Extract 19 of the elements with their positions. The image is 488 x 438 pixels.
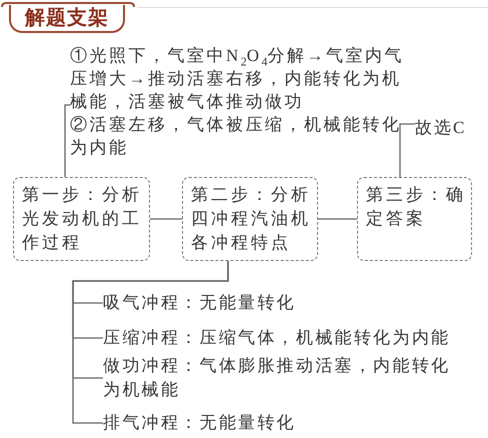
- connector-line: [72, 261, 229, 424]
- branch-text: 排气冲程：无能量转化: [103, 411, 463, 435]
- branch-text: 吸气冲程：无能量转化: [103, 291, 463, 315]
- connector-line: [399, 123, 415, 177]
- connector-line: [318, 218, 357, 220]
- step-box: [357, 177, 472, 261]
- heading: 解题支架: [9, 5, 125, 33]
- step-box: [13, 177, 150, 261]
- connector-line: [150, 218, 182, 220]
- step-text: 第三步：确定答案: [366, 184, 467, 230]
- branch-text: 压缩冲程：压缩气体，机械能转化为内能: [103, 326, 463, 350]
- note-text: ②活塞左移，气体被压缩，机械能转化为内能: [70, 114, 402, 159]
- step-box: [182, 177, 318, 261]
- connector-line: [64, 104, 70, 177]
- note-text: ①光照下，气室中N$_{2}$O$_{4}$分解→气室内气压增大→推动活塞右移，内能转化为机械能，活塞被气体推动做功: [70, 45, 405, 113]
- step-text: 第一步：分析光发动机的工作过程: [22, 184, 143, 254]
- step-text: 第二步：分析四冲程汽油机各冲程特点: [191, 184, 312, 254]
- branch-text: 做功冲程：气体膨胀推动活塞，内能转化为机械能: [103, 354, 463, 402]
- answer-text: 故选C: [415, 116, 485, 139]
